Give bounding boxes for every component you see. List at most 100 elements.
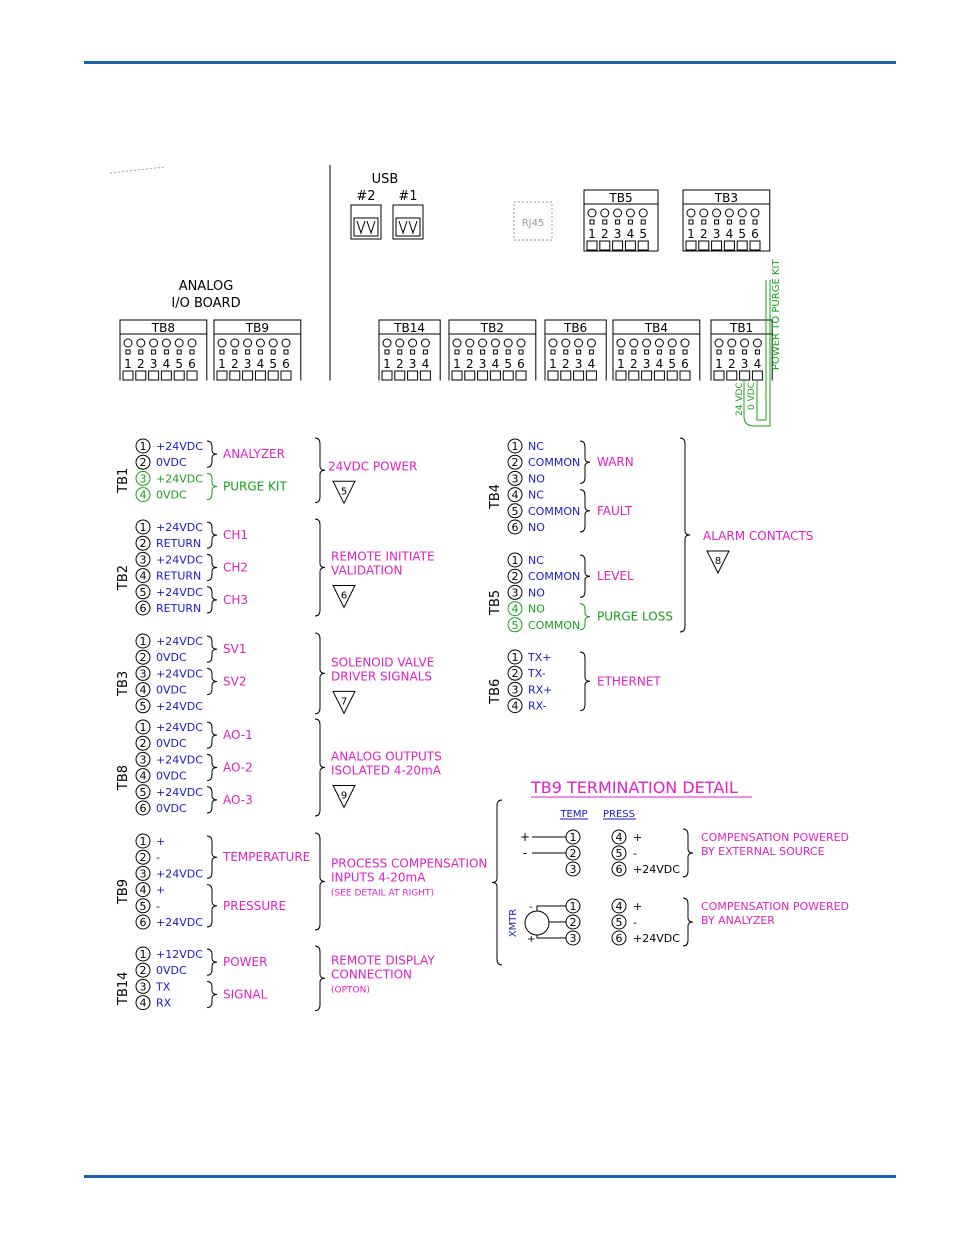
board-tb6-pin-number: 2 <box>562 357 570 371</box>
left-tb1-pin <box>135 487 151 503</box>
left-tb3-pin <box>135 682 151 698</box>
left-tb14-pin <box>135 962 151 978</box>
left-tb8-desc: ANALOG OUTPUTS <box>331 750 442 764</box>
detail-analyzer-press-label: + <box>633 900 642 913</box>
board-tb5-pin <box>640 219 646 225</box>
left-tb1-group-brace <box>206 472 218 501</box>
right-tb4-pin-num: 6 <box>512 521 519 534</box>
board-tb8-pin <box>151 349 157 355</box>
board-tb9-socket <box>267 370 279 381</box>
left-tb2-group-label: CH2 <box>223 561 248 575</box>
board-tb9-pin <box>283 349 289 355</box>
board-tb14-pin-number: 2 <box>396 357 404 371</box>
detail-external-press-pin <box>611 861 627 877</box>
usb-port-contacts <box>398 220 418 235</box>
right-tb4-pin-num: 4 <box>512 489 519 502</box>
left-tb3-pin-label: 0VDC <box>156 684 187 697</box>
board-tb9-socket <box>254 370 266 381</box>
alarm-contacts-note <box>706 550 730 575</box>
left-tb1-desc: 24VDC POWER <box>328 459 417 473</box>
board-tb4-socket <box>615 370 627 381</box>
left-tb9-pin <box>135 882 151 898</box>
board-tb4-socket <box>641 370 653 381</box>
left-tb3-pin <box>135 649 151 665</box>
right-tb4-pin <box>507 470 523 486</box>
board-tb9-pin-number: 1 <box>218 357 226 371</box>
board-tb1-pin <box>716 349 722 355</box>
right-tb6-pin-label: TX- <box>527 667 546 680</box>
left-tb1-pin-num: 4 <box>140 489 147 502</box>
left-tb9-pin-num: 4 <box>140 884 147 897</box>
left-tb2-note-triangle <box>332 585 356 609</box>
detail-xmtr-label: XMTR <box>508 909 519 938</box>
board-tb6-pin-number: 4 <box>588 357 596 371</box>
board-tb2-pin <box>492 349 498 355</box>
board-tb8-label: TB8 <box>151 321 175 335</box>
left-tb8-pin-label: 0VDC <box>156 737 187 750</box>
board-tb9-socket <box>242 370 254 381</box>
detail-analyzer-temp-pin-num: 1 <box>570 900 577 913</box>
right-tb4-pin-num: 1 <box>512 440 519 453</box>
board-tb8-screw <box>161 338 171 348</box>
board-tb1-socket <box>751 370 763 381</box>
board-tb3-screw <box>699 208 709 218</box>
board-tb3-socket <box>749 240 761 251</box>
board-tb5-pin-number: 4 <box>627 227 635 241</box>
board-tb8-screw <box>149 338 159 348</box>
left-tb14-pin-num: 1 <box>140 948 147 961</box>
detail-external-press-pin-num: 6 <box>616 863 623 876</box>
left-tb9-group-brace <box>206 884 218 928</box>
board-tb4-screw <box>616 338 626 348</box>
left-tb1-pin-num: 1 <box>140 440 147 453</box>
board-tb4-socket <box>628 370 640 381</box>
detail-analyzer-press-pin <box>611 914 627 930</box>
right-tb5-pin-num: 1 <box>512 554 519 567</box>
left-tb9-label: TB9 <box>116 879 131 905</box>
left-tb9-pin <box>135 849 151 865</box>
detail-analyzer-press-pin-num: 4 <box>616 900 623 913</box>
left-tb3-pin-num: 5 <box>140 700 147 713</box>
board-tb6-screw <box>548 338 558 348</box>
left-tb3-desc: DRIVER SIGNALS <box>331 669 432 683</box>
board-tb1-socket <box>726 370 738 381</box>
board-tb2-socket <box>489 370 501 381</box>
left-tb2-group-brace <box>206 521 218 549</box>
board-tb6-pin <box>576 349 582 355</box>
board-tb4-pin <box>669 349 675 355</box>
left-tb8-pin-label: +24VDC <box>156 786 203 799</box>
left-tb1-note-triangle <box>332 480 356 505</box>
left-tb1-pin-num: 3 <box>140 472 147 485</box>
detail-analyzer-press-pin <box>611 898 627 914</box>
left-tb3-pin-label: 0VDC <box>156 651 187 664</box>
detail-analyzer-temp-pin-num: 2 <box>570 916 577 929</box>
left-tb3-group-brace <box>206 667 218 696</box>
board-tb2-socket <box>515 370 527 381</box>
left-tb2-pin <box>135 600 151 616</box>
board-tb5-socket <box>599 240 611 251</box>
board-tb9-pin <box>232 349 238 355</box>
right-tb4-group-label: WARN <box>597 455 634 469</box>
left-tb9-pin <box>135 914 151 930</box>
board-tb2-screw <box>490 338 500 348</box>
left-tb14-pin-num: 4 <box>140 997 147 1010</box>
board-tb4-pin-number: 2 <box>630 357 638 371</box>
board-tb4-pin <box>656 349 662 355</box>
left-tb2-pin-num: 2 <box>140 537 147 550</box>
detail-title: TB9 TERMINATION DETAIL <box>530 778 738 797</box>
left-tb3-note-triangle <box>332 690 356 715</box>
usb-port-contacts <box>356 220 376 235</box>
detail-external-press-pin <box>611 829 627 845</box>
board-tb2-pin-number: 1 <box>453 357 461 371</box>
board-tb2-pin <box>467 349 473 355</box>
right-tb6-pin-num: 4 <box>512 700 519 713</box>
left-tb3-pin-num: 1 <box>140 635 147 648</box>
board-tb1-pin <box>754 349 760 355</box>
board-tb8-pin <box>176 349 182 355</box>
board-tb8-socket <box>173 370 185 381</box>
right-tb4-pin-label: NC <box>528 440 544 453</box>
board-tb4-pin <box>631 349 637 355</box>
left-tb9-pin-label: - <box>156 900 160 913</box>
board-tb8-screw <box>174 338 184 348</box>
left-tb3-pin-num: 4 <box>140 684 147 697</box>
right-tb6-group-brace <box>579 651 591 712</box>
